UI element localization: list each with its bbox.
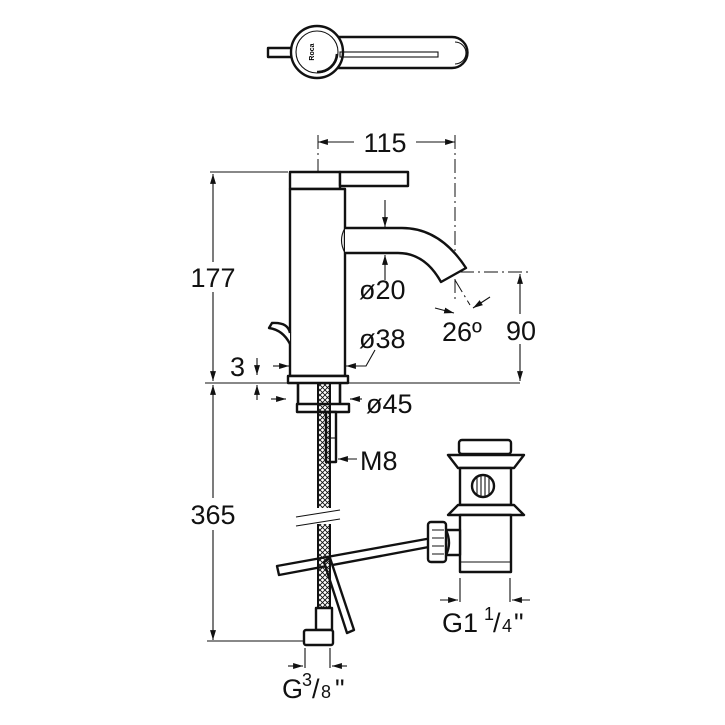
dim-spout-angle: 26º bbox=[442, 317, 482, 347]
dim-waste-thread: G1 1 / 4 " bbox=[442, 604, 524, 638]
top-stem-circle bbox=[289, 24, 345, 80]
frac-slash: / bbox=[312, 674, 320, 704]
dim-115: 115 bbox=[363, 128, 406, 158]
waste-thread-num: 1 bbox=[484, 604, 494, 624]
pop-up-waste bbox=[426, 438, 526, 574]
hose-thread-den: 8 bbox=[321, 682, 331, 702]
dim-spout-diameter: ø20 bbox=[359, 275, 406, 305]
dim-base-thickness: 3 bbox=[230, 352, 245, 382]
dim-90: 90 bbox=[506, 316, 536, 346]
dim-hose-thread: G 3 / 8 " bbox=[282, 670, 345, 704]
dim-177: 177 bbox=[190, 263, 235, 293]
roca-logo: Roca bbox=[309, 43, 316, 60]
flexible-hose bbox=[317, 382, 331, 616]
cap bbox=[288, 170, 342, 191]
hose-nut bbox=[302, 628, 335, 647]
base-flange bbox=[286, 374, 350, 385]
hose-thread-num: 3 bbox=[302, 670, 312, 690]
lever bbox=[267, 321, 292, 345]
handle bbox=[338, 170, 410, 188]
waste-thread-den: 4 bbox=[502, 616, 512, 636]
dim-365: 365 bbox=[190, 500, 235, 530]
frac-slash: / bbox=[493, 608, 501, 638]
pop-up-rod bbox=[275, 536, 436, 577]
side-view: 115 177 365 90 ø20 ø38 ø45 3 26º M8 G1 1… bbox=[185, 128, 544, 704]
waste-thread-main: G1 bbox=[442, 608, 478, 638]
hose-thread-suffix: " bbox=[335, 674, 345, 704]
top-slot bbox=[339, 51, 439, 58]
body bbox=[288, 187, 347, 378]
dim-base-diameter: ø45 bbox=[366, 389, 413, 419]
spout bbox=[345, 226, 468, 284]
dim-m8: M8 bbox=[360, 446, 398, 476]
top-view: Roca bbox=[266, 24, 469, 80]
dim-body-diameter: ø38 bbox=[359, 324, 406, 354]
waste-thread-suffix: " bbox=[514, 608, 524, 638]
hose-thread-main: G bbox=[282, 674, 303, 704]
